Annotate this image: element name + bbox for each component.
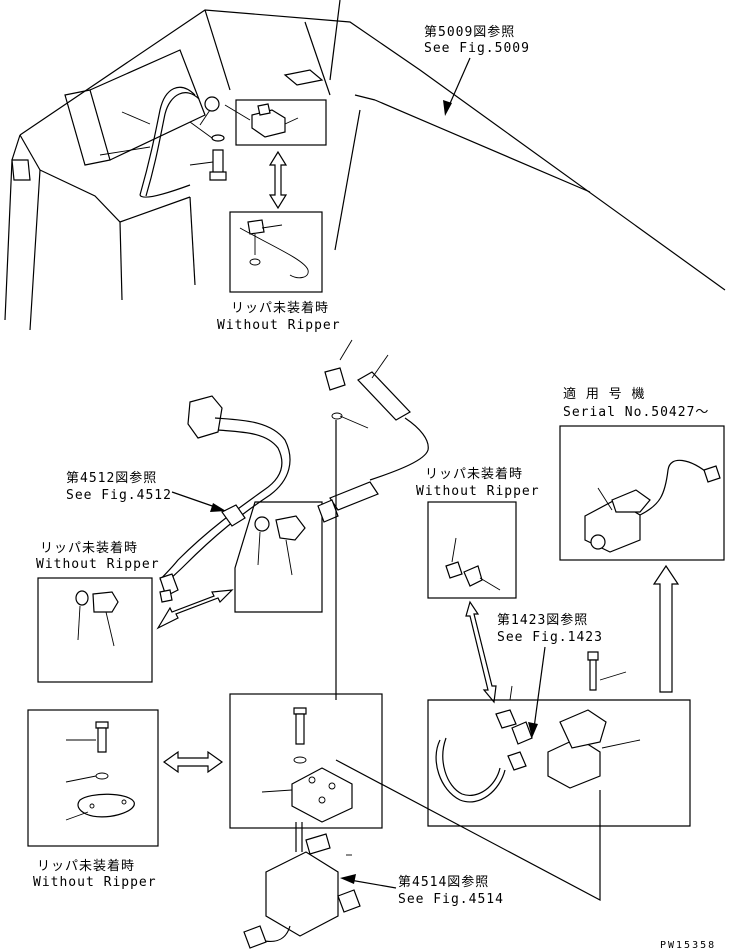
double-arrow-right	[465, 600, 497, 704]
ref-fig4512-en: See Fig.4512	[66, 488, 172, 503]
without-ripper-jp-left: リッパ未装着時	[40, 540, 138, 556]
ref-fig1423-jp: 第1423図参照	[497, 612, 588, 628]
arrow-up-right	[652, 564, 680, 693]
without-ripper-jp-right: リッパ未装着時	[425, 466, 523, 482]
without-ripper-jp-bottom: リッパ未装着時	[37, 858, 135, 874]
main-tube-left	[159, 395, 291, 603]
ref-fig4514-jp: 第4514図参照	[398, 874, 489, 890]
leader-fig5009	[447, 57, 471, 109]
hose-upper	[317, 339, 429, 700]
ref-fig4514-en: See Fig.4514	[398, 892, 504, 907]
top-tube-assembly	[99, 86, 251, 198]
ref-fig1423-en: See Fig.1423	[497, 630, 603, 645]
solenoid-box	[427, 651, 691, 827]
serial-jp: 適 用 号 機	[563, 386, 645, 402]
serial-box	[559, 425, 725, 561]
without-ripper-en-right: Without Ripper	[416, 484, 540, 499]
cab-structure	[4, 0, 726, 331]
without-ripper-box-right	[427, 501, 517, 599]
top-connector-box	[235, 99, 327, 146]
without-ripper-jp-top: リッパ未装着時	[231, 300, 329, 316]
leader-fig4512	[171, 491, 219, 509]
leader-fig4514	[349, 879, 397, 889]
double-arrow-horizontal	[162, 750, 224, 774]
ref-fig5009-en: See Fig.5009	[424, 41, 530, 56]
leader-fig1423	[533, 646, 546, 729]
double-arrow-diagonal	[156, 589, 234, 630]
double-arrow-vertical-top	[268, 150, 288, 210]
without-ripper-en-bottom: Without Ripper	[33, 875, 157, 890]
serial-en: Serial No.50427～	[563, 405, 709, 420]
valve-block-box	[229, 693, 383, 829]
elbow-fitting-box	[234, 501, 323, 613]
without-ripper-box-top	[229, 211, 323, 293]
arrowhead-fig4512	[210, 503, 226, 512]
arrowhead-fig5009	[443, 100, 452, 116]
connection-line-right	[335, 759, 601, 901]
without-ripper-en-top: Without Ripper	[217, 318, 341, 333]
without-ripper-box-left	[37, 577, 153, 683]
arrowhead-fig4514	[340, 874, 356, 884]
ref-fig4512-jp: 第4512図参照	[66, 470, 157, 486]
arrowhead-fig1423	[528, 722, 538, 738]
bottom-valve-body	[243, 822, 361, 949]
without-ripper-box-bottom	[27, 709, 159, 847]
without-ripper-en-left: Without Ripper	[36, 557, 160, 572]
ref-fig5009-jp: 第5009図参照	[424, 24, 515, 40]
drawing-code: PW15358	[660, 940, 716, 951]
